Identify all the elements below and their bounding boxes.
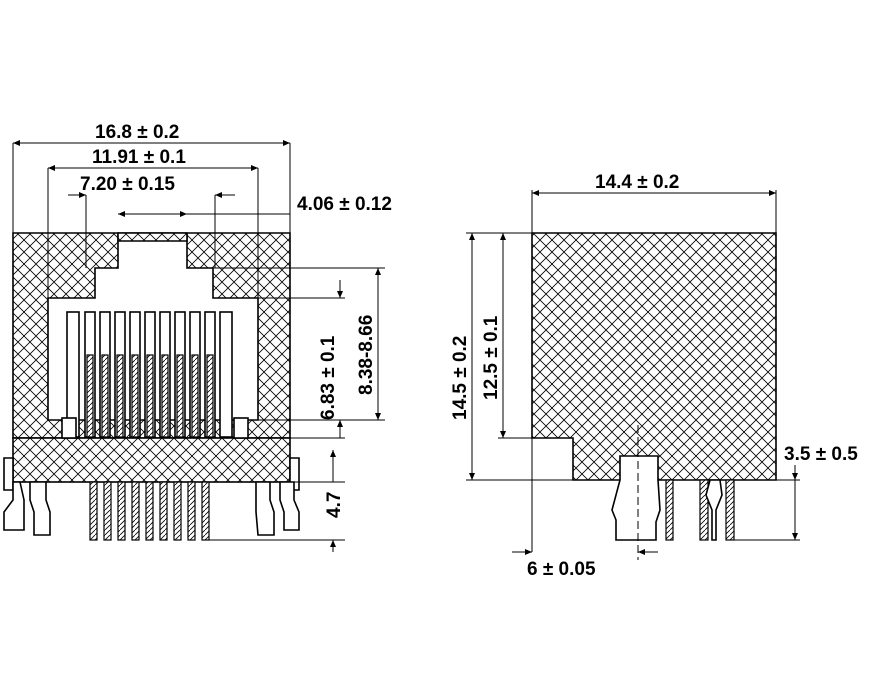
shield-tabs	[3, 457, 300, 536]
dim-peg-length: 3.5 ± 0.5	[784, 444, 858, 465]
solder-pins	[89, 481, 210, 541]
side-view: 14.4 ± 0.2 14.5 ± 0.2 12.5 ± 0.1 3.5 ± 0…	[450, 172, 858, 580]
side-pegs	[611, 425, 735, 560]
dim-latch-width: 4.06 ± 0.12	[297, 194, 392, 215]
front-base	[12, 437, 291, 483]
contacts	[61, 311, 249, 439]
side-housing	[531, 232, 777, 481]
dim-height: 14.5 ± 0.2	[450, 336, 471, 420]
dim-inner-width: 11.91 ± 0.1	[92, 147, 186, 168]
dim-inner-height: 6.83 ± 0.1	[318, 335, 339, 420]
front-dimensions	[12, 140, 385, 552]
dim-pin-length: 4.7	[324, 492, 345, 518]
dim-contact-width: 7.20 ± 0.15	[80, 174, 175, 195]
dim-peg-offset: 6 ± 0.05	[527, 559, 596, 580]
dim-body-height: 12.5 ± 0.1	[481, 315, 502, 400]
dim-overall-width: 16.8 ± 0.2	[95, 122, 179, 143]
front-view: 16.8 ± 0.2 11.91 ± 0.1 7.20 ± 0.15 4.06 …	[3, 122, 392, 552]
dim-depth: 14.4 ± 0.2	[595, 172, 679, 193]
side-dimensions	[466, 190, 800, 555]
dim-opening-height: 8.38-8.66	[356, 315, 377, 395]
